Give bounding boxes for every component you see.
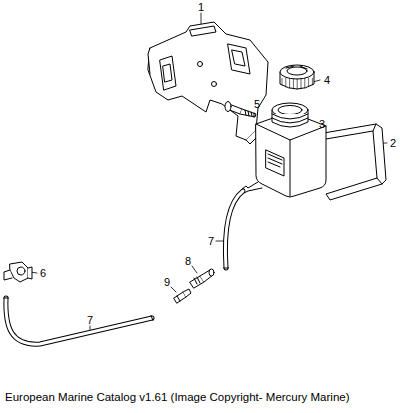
reservoir-cap bbox=[280, 65, 314, 89]
callout-number: 3 bbox=[319, 119, 325, 130]
callout-number: 8 bbox=[185, 256, 191, 267]
retaining-strap bbox=[318, 124, 386, 200]
leader-lines bbox=[30, 13, 387, 333]
hose bbox=[4, 298, 154, 344]
callout-number: 1 bbox=[198, 2, 204, 13]
mounting-bracket bbox=[148, 22, 268, 144]
barbed-connector bbox=[174, 289, 191, 303]
elbow-fitting bbox=[4, 262, 32, 282]
hose bbox=[224, 191, 244, 268]
callout-number: 4 bbox=[324, 75, 330, 86]
callout-number: 6 bbox=[40, 268, 46, 279]
image-caption: European Marine Catalog v1.61 (Image Cop… bbox=[5, 392, 350, 404]
callout-number: 7 bbox=[208, 236, 214, 247]
bolt bbox=[225, 102, 256, 118]
callout-number: 2 bbox=[390, 138, 396, 149]
callout-number: 7 bbox=[87, 315, 93, 326]
coolant-reservoir bbox=[242, 103, 326, 197]
callout-number: 9 bbox=[164, 277, 170, 288]
barbed-fitting bbox=[190, 269, 214, 288]
callout-number: 5 bbox=[254, 99, 260, 110]
